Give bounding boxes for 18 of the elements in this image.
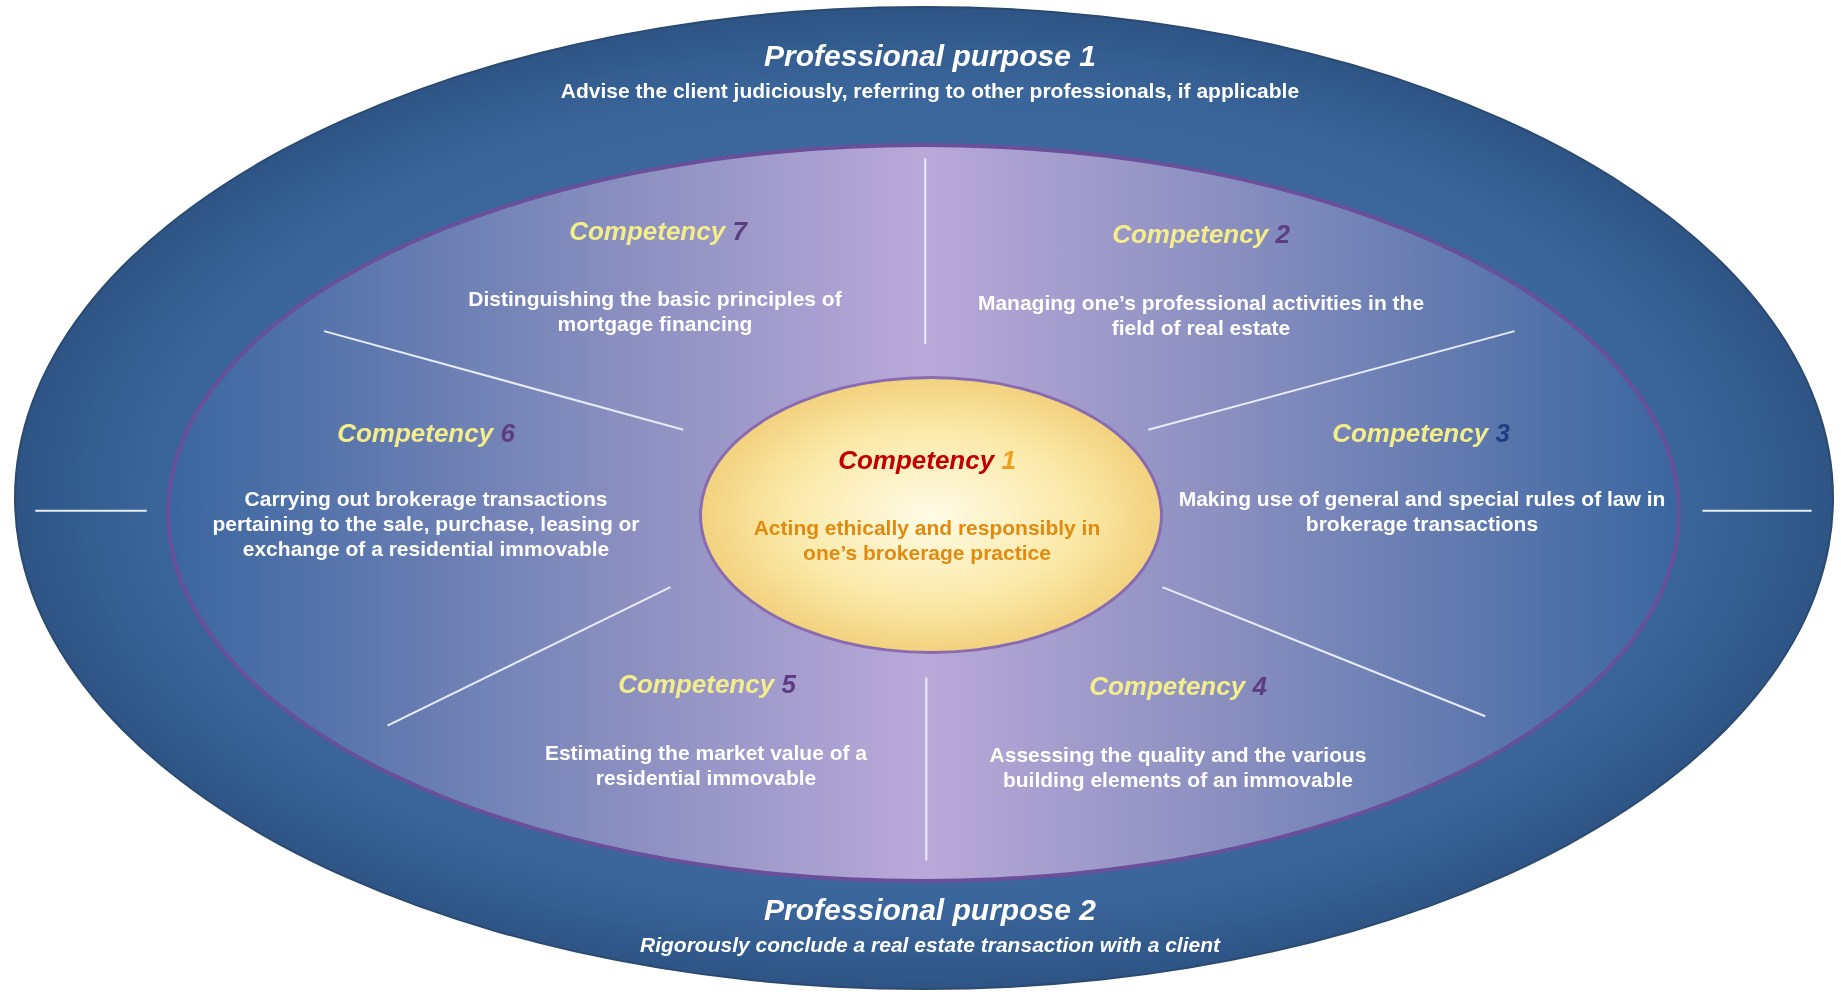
competency-heading: Competency 5 — [617, 669, 798, 701]
competency-text: Managing one’s professional activities in the field of real estate — [976, 290, 1426, 341]
competency-heading: Competency 1 — [837, 445, 1017, 477]
purpose-heading: Professional purpose 2 — [763, 892, 1097, 928]
competency-text: Distinguishing the basic principles of mortgage financing — [467, 286, 843, 337]
competency-text: Carrying out brokerage transactions pertaining to the sale, purchase, leasing or exchange of a residential immovable — [211, 486, 641, 562]
competency-heading: Competency 7 — [568, 216, 749, 248]
competency-text: Assessing the quality and the various building elements of an immovable — [988, 742, 1368, 793]
purpose-heading: Professional purpose 1 — [763, 38, 1097, 74]
competency-heading: Competency 2 — [1111, 219, 1291, 251]
purpose-text: Rigorously conclude a real estate transaction with a client — [639, 932, 1222, 958]
competency-text: Making use of general and special rules of law in brokerage transactions — [1177, 486, 1667, 537]
competency-heading: Competency 3 — [1331, 418, 1511, 450]
competency-heading: Competency 4 — [1088, 671, 1268, 703]
purpose-text: Advise the client judiciously, referring to other professionals, if applicable — [559, 78, 1301, 104]
competency-text: Estimating the market value of a residential immovable — [543, 740, 869, 791]
competency-heading: Competency 6 — [336, 418, 516, 450]
competency-text: Acting ethically and responsibly in one’s brokerage practice — [752, 515, 1102, 566]
